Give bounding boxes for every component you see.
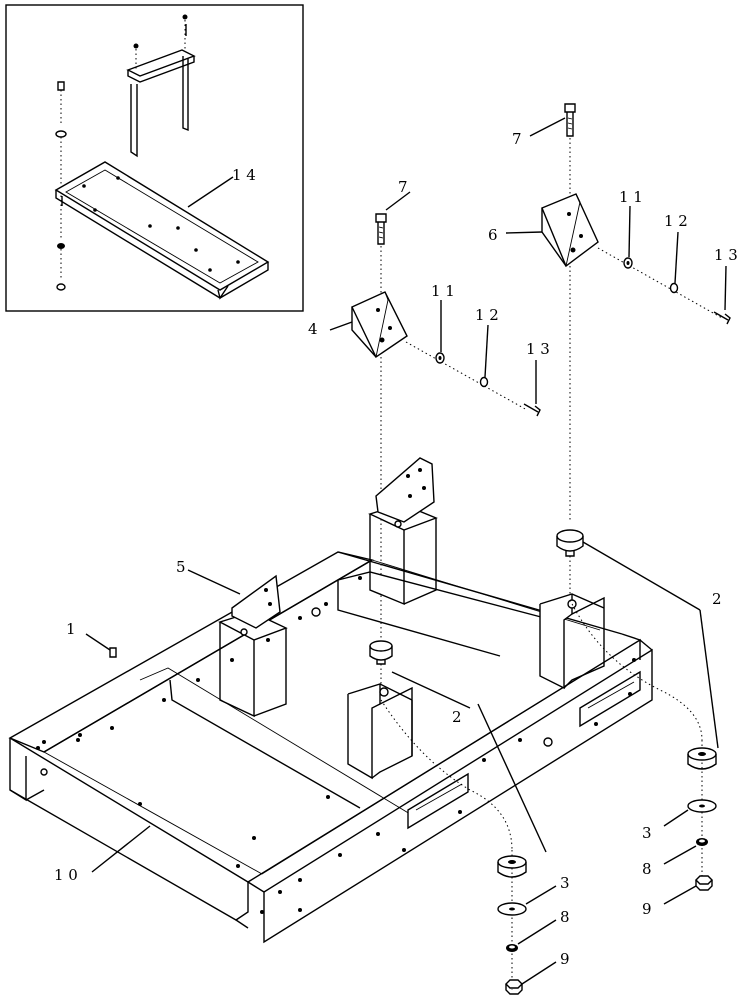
lockwasher-8-right xyxy=(696,838,708,846)
leader-6 xyxy=(505,231,543,234)
leader-10 xyxy=(91,825,151,873)
bracket-4 xyxy=(351,291,408,640)
inset-detail: 1 4 xyxy=(5,4,304,312)
callout-2-right: 2 xyxy=(712,590,722,608)
post-5 xyxy=(218,574,288,718)
leader-2-left-upper xyxy=(391,671,471,709)
inset-hold-down-clamp xyxy=(126,14,196,158)
inset-screw-stack xyxy=(55,81,67,291)
leader-5 xyxy=(187,569,241,595)
bolt-13-right xyxy=(713,311,731,325)
isolator-lower-left xyxy=(497,855,527,878)
callout-4: 4 xyxy=(308,320,318,338)
nut-9-right xyxy=(695,875,713,891)
left-hardware-axis xyxy=(405,341,528,411)
bolt-7-left xyxy=(375,213,387,300)
leader-4 xyxy=(329,321,353,331)
washer-3-left xyxy=(497,902,527,916)
washer-12-left xyxy=(479,376,489,388)
callout-9-left: 9 xyxy=(560,950,570,968)
callout-13-left: 1 3 xyxy=(526,340,550,358)
callout-12-right: 1 2 xyxy=(664,212,688,230)
washer-11-left xyxy=(435,352,445,364)
callout-10: 1 0 xyxy=(54,866,78,884)
leader-8-right xyxy=(663,845,697,865)
leader-2-right-lower xyxy=(699,609,719,749)
isolator-2-upper xyxy=(556,529,584,557)
leader-11-right xyxy=(628,205,631,258)
washer-11-right xyxy=(623,257,633,269)
bolt-13-left xyxy=(523,403,541,417)
leader-2-right-upper xyxy=(582,541,701,611)
leader-8-left xyxy=(517,919,557,945)
callout-8-left: 8 xyxy=(560,908,570,926)
callout-5: 5 xyxy=(176,558,186,576)
lockwasher-8-left xyxy=(506,944,518,952)
callout-3-right: 3 xyxy=(642,824,652,842)
callout-12-left: 1 2 xyxy=(475,306,499,324)
leader-7-right xyxy=(529,117,566,137)
leader-3-left xyxy=(525,885,557,905)
inset-battery-tray xyxy=(54,161,270,300)
callout-9-right: 9 xyxy=(642,900,652,918)
frame-10 xyxy=(8,551,653,944)
leader-14 xyxy=(187,176,234,208)
bracket-6 xyxy=(541,193,599,520)
callout-11-left: 1 1 xyxy=(431,282,455,300)
callout-2-left: 2 xyxy=(452,708,462,726)
post-rear-right xyxy=(368,457,438,606)
leader-12-right xyxy=(674,231,679,284)
leader-1 xyxy=(85,633,111,651)
bolt-7-right xyxy=(564,103,576,200)
callout-3-left: 3 xyxy=(560,874,570,892)
leader-2-left xyxy=(477,703,547,853)
callout-6: 6 xyxy=(488,226,498,244)
leader-12-left xyxy=(484,324,489,378)
isolator-2-lower xyxy=(369,640,393,665)
right-hardware-axis xyxy=(597,247,723,319)
post-front-left xyxy=(347,683,413,780)
washer-3-right xyxy=(687,799,717,813)
leader-9-left xyxy=(521,961,557,985)
leader-13-right xyxy=(724,265,727,311)
callout-7-right: 7 xyxy=(512,130,522,148)
nut-9-left xyxy=(505,979,523,995)
callout-7-left: 7 xyxy=(398,178,408,196)
leader-9-right xyxy=(663,885,697,905)
post-front-right xyxy=(539,593,605,690)
isolator-lower-right xyxy=(687,747,717,770)
leader-7-left xyxy=(385,191,411,211)
callout-11-right: 1 1 xyxy=(619,188,643,206)
washer-12-right xyxy=(669,282,679,294)
callout-8-right: 8 xyxy=(642,860,652,878)
callout-1: 1 xyxy=(66,620,76,638)
leader-3-right xyxy=(663,809,689,827)
inset-frame xyxy=(5,4,304,312)
callout-13-right: 1 3 xyxy=(714,246,738,264)
callout-14: 1 4 xyxy=(232,166,256,184)
left-stack-axis-curve xyxy=(380,699,513,851)
pin-1 xyxy=(109,647,117,658)
